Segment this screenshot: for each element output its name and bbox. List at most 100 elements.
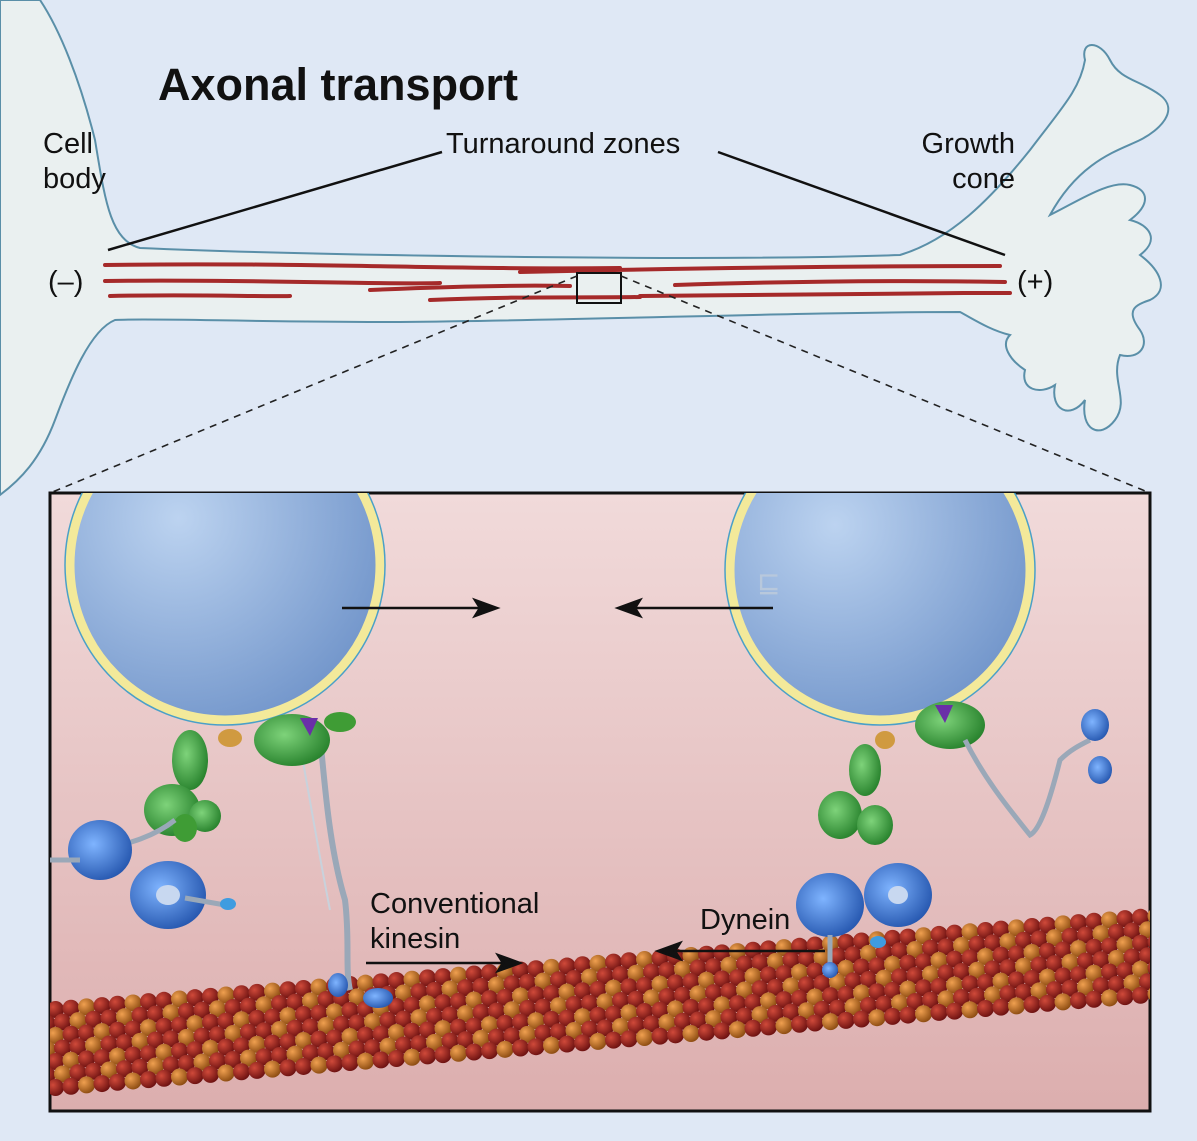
watermark-glyph: ⊑ [757, 567, 780, 598]
microtubule-bead [621, 1030, 638, 1047]
growth-cone-label: Growth cone [895, 127, 1015, 197]
microtubule-bead [32, 1028, 49, 1045]
turnaround-zones-label: Turnaround zones [446, 127, 680, 162]
microtubule-bead [1170, 919, 1187, 936]
microtubule-bead [776, 1017, 793, 1034]
microtubule-bead [977, 1000, 994, 1017]
microtubule-bead [838, 1012, 855, 1029]
microtubule-bead [171, 1068, 188, 1085]
microtubule-bead [1179, 983, 1196, 1000]
microtubule-bead [1163, 906, 1180, 923]
microtubule-bead [652, 1028, 669, 1045]
conventional-kinesin-label: Conventional kinesin [370, 887, 539, 957]
microtubule-bead [94, 1075, 111, 1092]
diagram-title: Axonal transport [158, 60, 518, 110]
microtubule-bead [1101, 989, 1118, 1006]
inset-panel: ⊑ [32, 405, 1197, 1111]
microtubule-bead [869, 1009, 886, 1026]
microtubule-bead [884, 1008, 901, 1025]
microtubule-bead [187, 1067, 204, 1084]
microtubule-bead [1132, 987, 1149, 1004]
microtubule-bead [1070, 992, 1087, 1009]
microtubule-bead [698, 1024, 715, 1041]
microtubule-bead [1024, 996, 1041, 1013]
microtubule-bead [125, 1072, 142, 1089]
microtubule-bead [295, 1058, 312, 1075]
microtubule-bead [605, 1032, 622, 1049]
microtubule-bead [760, 1018, 777, 1035]
microtubule-bead [667, 1026, 684, 1043]
microtubule-bead [32, 1002, 49, 1019]
dynein-label: Dynein [700, 903, 790, 938]
microtubule-bead [714, 1022, 731, 1039]
microtubule-bead [419, 1047, 436, 1064]
microtubule-bead [900, 1007, 917, 1024]
microtubule-bead [1163, 932, 1180, 949]
microtubule-bead [249, 1062, 266, 1079]
microtubule-bead [915, 1005, 932, 1022]
microtubule-bead [1186, 969, 1197, 986]
microtubule-bead [404, 1049, 421, 1066]
microtubule-bead [512, 1040, 529, 1057]
microtubule-bead [1117, 988, 1134, 1005]
microtubule-bead [218, 1065, 235, 1082]
minus-end-label: (–) [48, 265, 83, 300]
vesicle-left [70, 410, 380, 720]
microtubule-bead [435, 1046, 452, 1063]
microtubule-bead [1155, 920, 1172, 937]
microtubule-bead [807, 1014, 824, 1031]
microtubule-bead [1163, 984, 1180, 1001]
microtubule-bead [109, 1074, 126, 1091]
microtubule-bead [388, 1050, 405, 1067]
microtubule-bead [1186, 943, 1197, 960]
microtubule-bead [962, 1001, 979, 1018]
microtubule-bead [1179, 957, 1196, 974]
microtubule-bead [590, 1033, 607, 1050]
microtubule-bead [1179, 931, 1196, 948]
microtubule-bead [1055, 993, 1072, 1010]
microtubule-bead [78, 1076, 95, 1093]
microtubule-bead [543, 1037, 560, 1054]
microtubule-bead [1170, 945, 1187, 962]
microtubule-bead [466, 1043, 483, 1060]
cell-body-label: Cell body [43, 127, 106, 197]
microtubule-bead [326, 1055, 343, 1072]
microtubule-bead [822, 1013, 839, 1030]
microtubule-bead [233, 1063, 250, 1080]
microtubule-bead [1039, 995, 1056, 1012]
microtubule-bead [357, 1053, 374, 1070]
microtubule-bead [993, 999, 1010, 1016]
microtubule-bead [853, 1011, 870, 1028]
microtubule-bead [574, 1034, 591, 1051]
microtubule-bead [450, 1045, 467, 1062]
microtubule-bead [311, 1057, 328, 1074]
microtubule-bead [745, 1020, 762, 1037]
microtubule-bead [1179, 905, 1196, 922]
microtubule-bead [1163, 958, 1180, 975]
microtubule-bead [931, 1004, 948, 1021]
microtubule-bead [140, 1071, 157, 1088]
microtubule-bead [1170, 971, 1187, 988]
microtubule-bead [156, 1070, 173, 1087]
microtubule-bead [559, 1036, 576, 1053]
microtubule-bead [1008, 997, 1025, 1014]
microtubule-bead [32, 1054, 49, 1071]
microtubule-bead [528, 1038, 545, 1055]
microtubule-bead [1186, 917, 1197, 934]
microtubule-bead [946, 1003, 963, 1020]
microtubule-bead [791, 1016, 808, 1033]
microtubule-bead [264, 1061, 281, 1078]
microtubule-bead [1155, 972, 1172, 989]
turnaround-pointers [108, 152, 1005, 255]
microtubule-bead [481, 1042, 498, 1059]
microtubule-bead [373, 1051, 390, 1068]
microtubule-bead [280, 1059, 297, 1076]
microtubule-bead [729, 1021, 746, 1038]
microtubule-bead [32, 1080, 49, 1097]
microtubule-bead [202, 1066, 219, 1083]
microtubule-bead [63, 1078, 80, 1095]
microtubule-bead [636, 1029, 653, 1046]
microtubule-bead [1086, 991, 1103, 1008]
